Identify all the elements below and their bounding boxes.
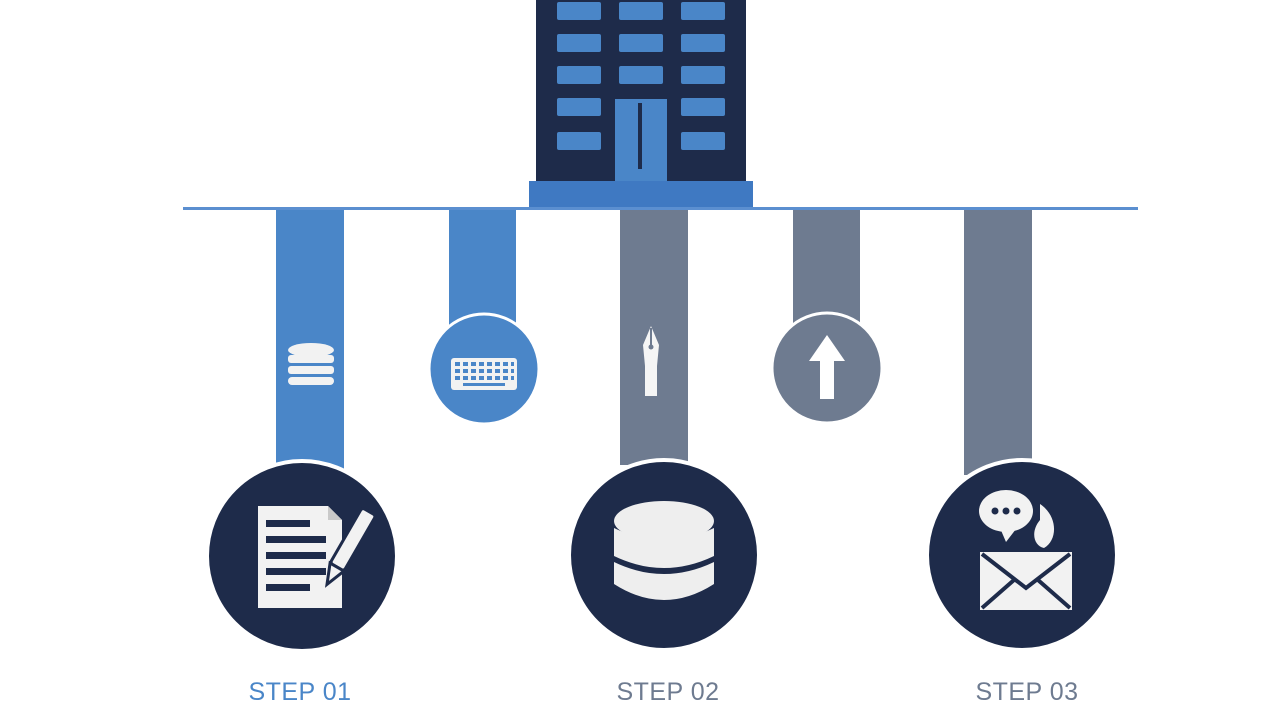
pen-nib-icon — [643, 326, 659, 396]
chat-mail-icon — [925, 458, 1119, 652]
pillar-5 — [964, 210, 1032, 475]
pillar-1 — [276, 210, 344, 470]
database-icon — [288, 343, 334, 385]
document-pen-icon — [205, 459, 399, 653]
pillar-4 — [793, 210, 860, 325]
step-label-2: STEP 02 — [616, 678, 720, 706]
step-label-3: STEP 03 — [975, 678, 1079, 706]
office-building-icon — [529, 0, 753, 207]
arrow-up-icon — [770, 311, 884, 425]
step-label-1: STEP 01 — [248, 678, 352, 706]
pillar-2 — [449, 210, 516, 325]
timeline-line — [183, 207, 1138, 210]
database-icon — [567, 458, 761, 652]
keyboard-icon — [427, 312, 541, 426]
